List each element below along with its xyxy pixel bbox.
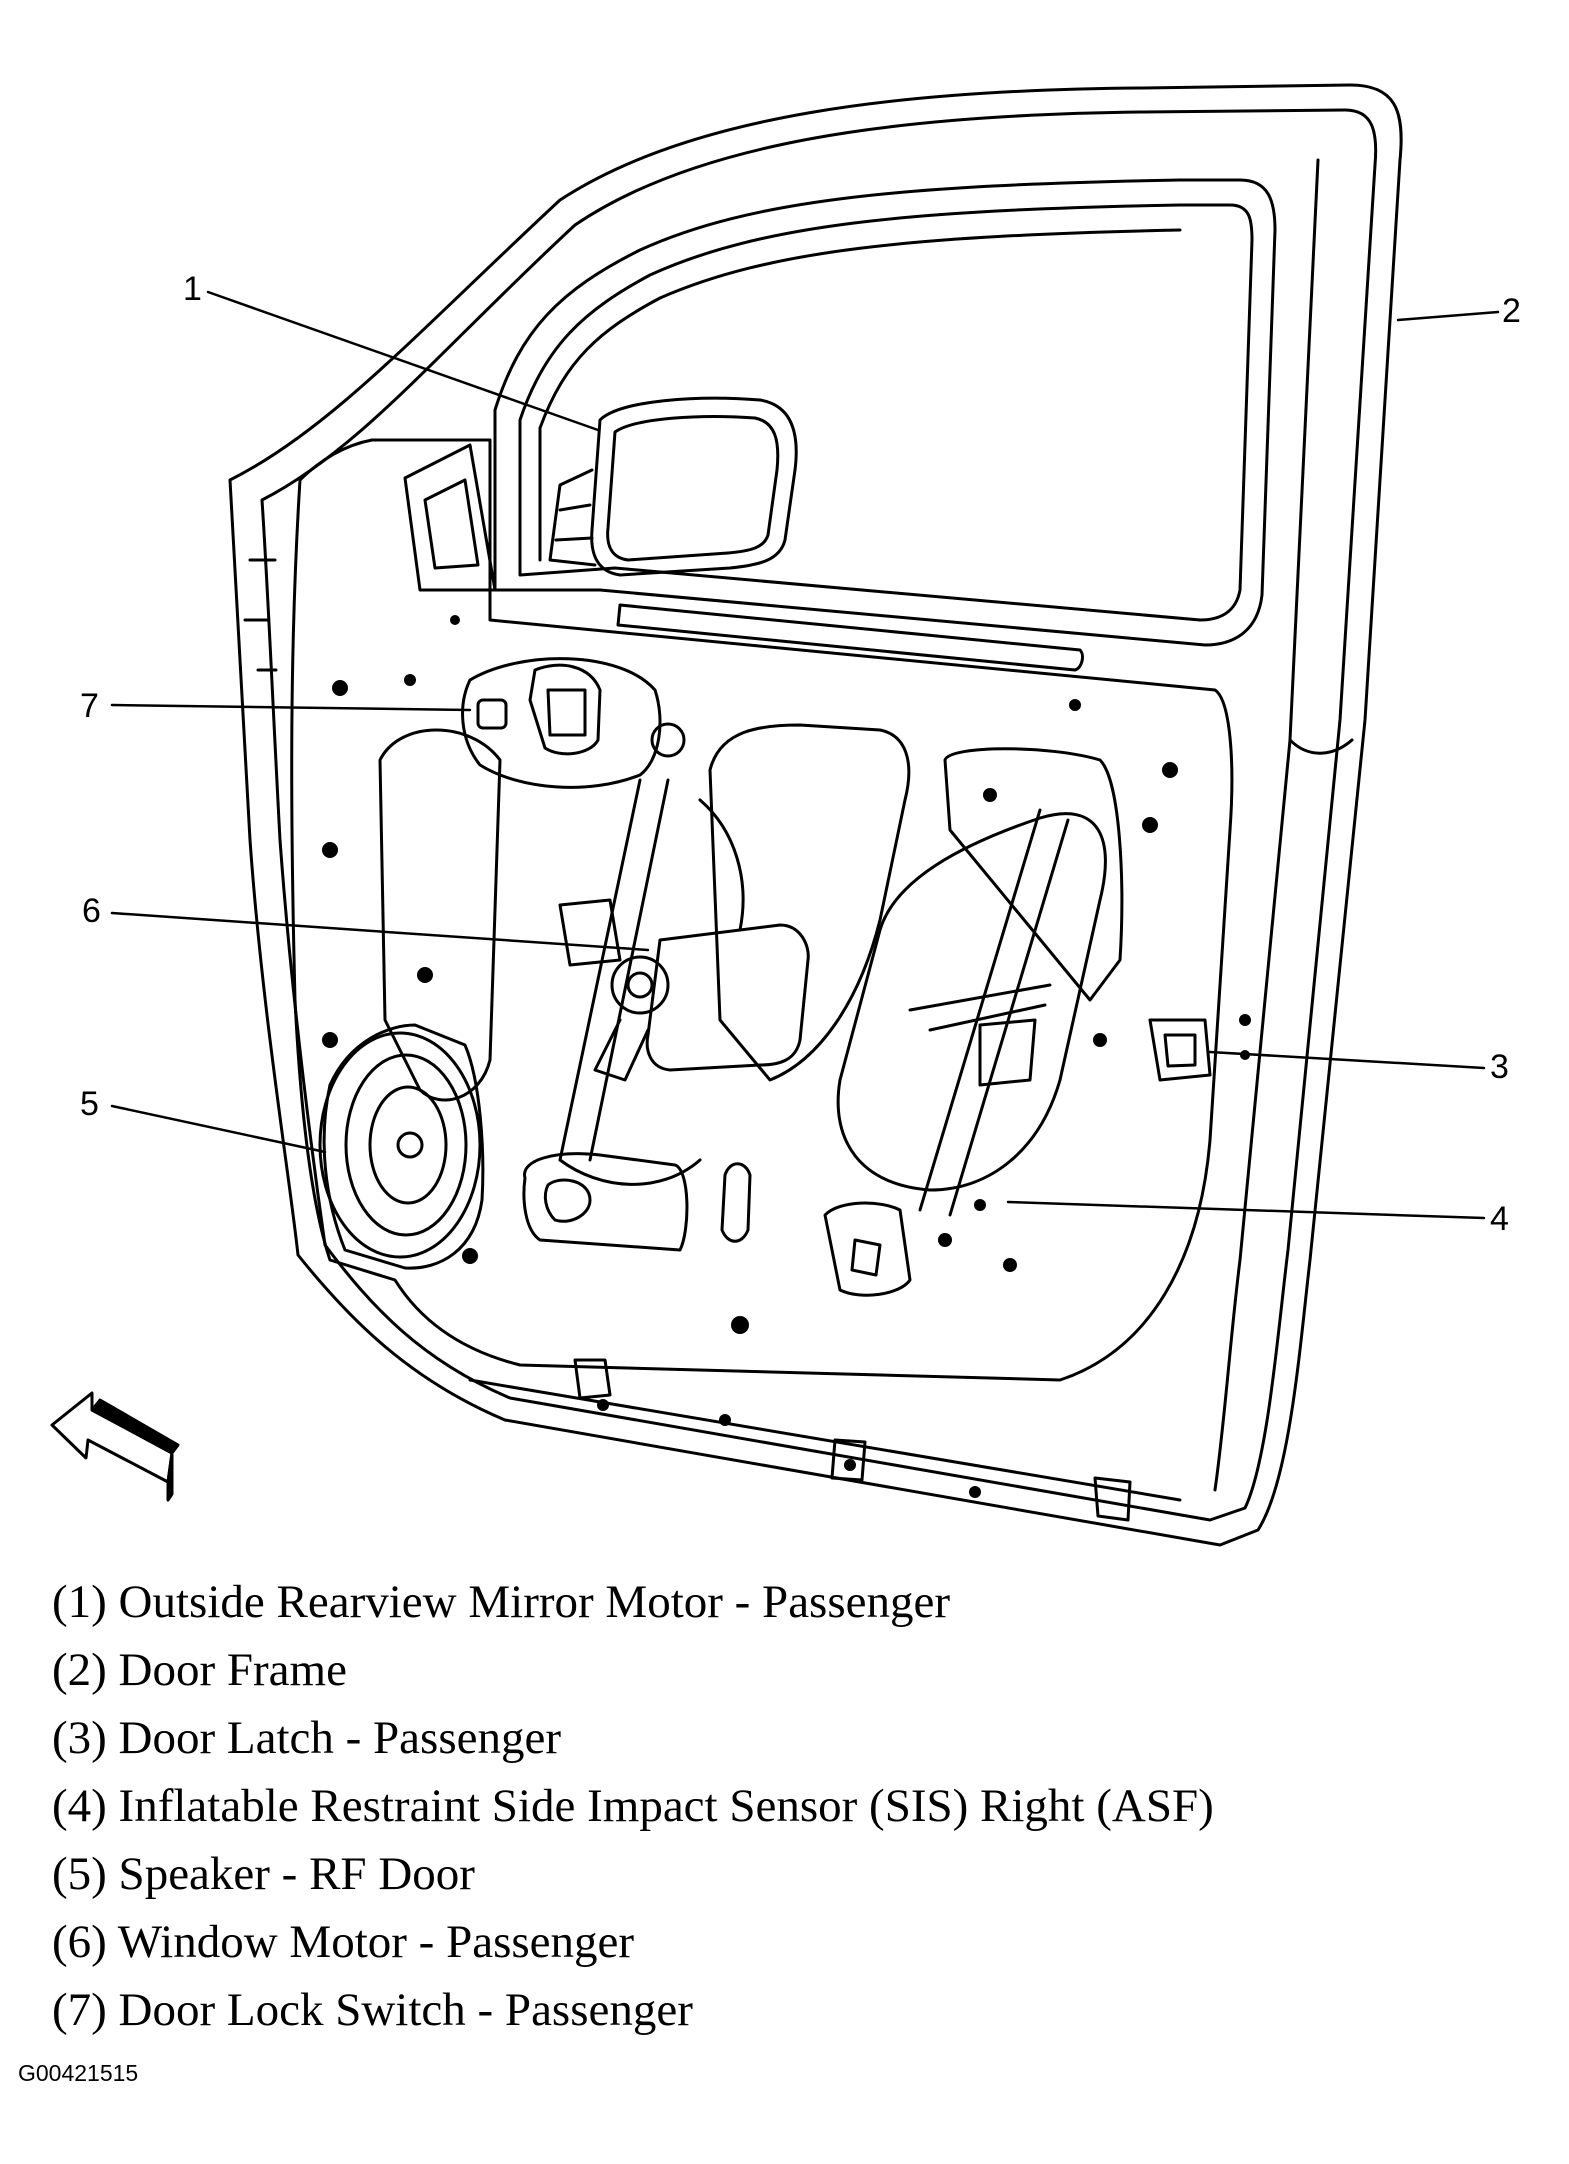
- outside-mirror: [548, 396, 798, 577]
- window-motor: [558, 898, 810, 1082]
- legend-item-3: (3) Door Latch - Passenger: [52, 1712, 561, 1764]
- access-holes: [522, 1152, 912, 1297]
- component-legend: (1) Outside Rearview Mirror Motor - Pass…: [52, 1568, 1214, 2044]
- callout-numbers: 1 2 3 4 5 6 7: [80, 270, 1521, 1238]
- leader-lines: [110, 290, 1500, 1220]
- door-lock-switch: [461, 657, 686, 789]
- door-diagram: 1 2 3 4 5 6 7: [50, 83, 1521, 1547]
- fasteners: [322, 615, 1251, 1498]
- callout-2: 2: [1502, 292, 1521, 330]
- front-direction-arrow-icon: [50, 1391, 180, 1502]
- glass-panel: [836, 812, 1107, 1192]
- legend-item-7: (7) Door Lock Switch - Passenger: [52, 1984, 693, 2036]
- legend-item-4: (4) Inflatable Restraint Side Impact Sen…: [52, 1780, 1214, 1832]
- window-regulator: [558, 778, 1070, 1217]
- callout-6: 6: [82, 892, 101, 930]
- bottom-rail: [468, 1358, 1182, 1522]
- inner-door-panel: [290, 438, 1234, 1382]
- window-opening: [493, 178, 1277, 647]
- legend-item-6: (6) Window Motor - Passenger: [52, 1916, 635, 1968]
- callout-4: 4: [1490, 1200, 1509, 1238]
- figure-id: G00421515: [18, 2060, 139, 2086]
- callout-1: 1: [183, 270, 202, 308]
- door-latch: [1148, 1018, 1212, 1082]
- legend-item-2: (2) Door Frame: [52, 1644, 347, 1696]
- door-frame: [228, 83, 1403, 1547]
- callout-5: 5: [80, 1085, 99, 1123]
- legend-item-5: (5) Speaker - RF Door: [52, 1848, 475, 1900]
- speaker: [318, 1023, 485, 1270]
- legend-item-1: (1) Outside Rearview Mirror Motor - Pass…: [52, 1576, 951, 1628]
- callout-7: 7: [80, 687, 99, 725]
- callout-3: 3: [1490, 1048, 1509, 1086]
